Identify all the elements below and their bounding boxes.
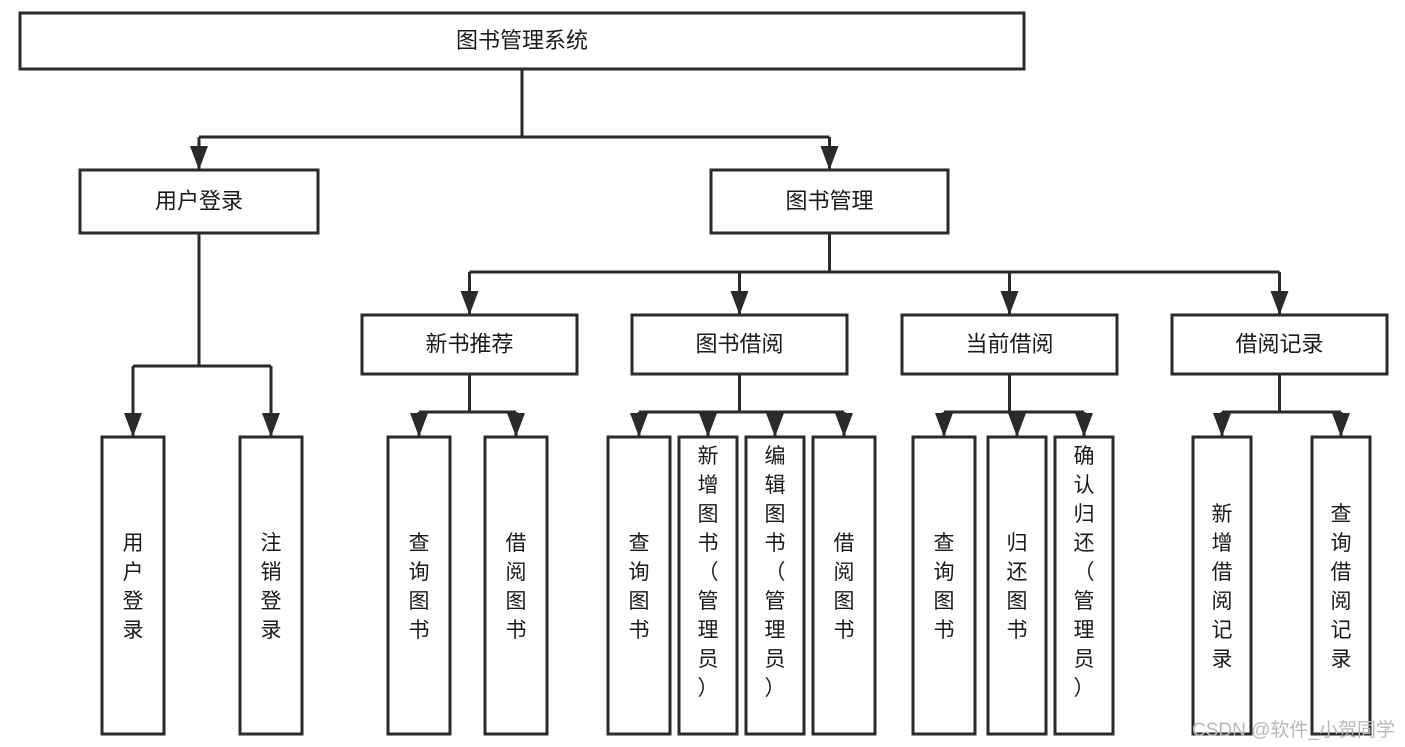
node-box-leaf-confirm-return	[1053, 435, 1115, 736]
node-leaf-logout[interactable]: 注销登录	[238, 435, 304, 736]
node-label-book-management: 图书管理	[785, 188, 873, 213]
arrow-head-icon	[410, 413, 428, 437]
node-leaf-add-record[interactable]: 新增借阅记录	[1191, 435, 1253, 736]
arrow-head-icon	[460, 291, 479, 315]
node-label-leaf-borrow-book-1: 借阅图书	[506, 532, 527, 642]
node-box-leaf-logout	[238, 435, 304, 736]
arrow-head-icon	[835, 413, 853, 437]
node-box-leaf-borrow-book-2	[811, 435, 877, 736]
node-new-book-recommend[interactable]: 新书推荐	[360, 313, 579, 376]
node-box-leaf-query-book-2	[606, 435, 672, 736]
node-leaf-edit-book[interactable]: 编辑图书（管理员）	[744, 435, 806, 736]
arrow-head-icon	[730, 291, 749, 315]
node-label-new-book-recommend: 新书推荐	[425, 331, 513, 356]
node-box-leaf-borrow-book-1	[483, 435, 549, 736]
node-root[interactable]: 图书管理系统	[18, 11, 1026, 71]
arrow-head-icon	[190, 146, 208, 170]
node-box-leaf-query-book-3	[911, 435, 977, 736]
node-label-leaf-confirm-return: 确认归还（管理员）	[1074, 445, 1095, 700]
node-box-root	[18, 11, 1026, 71]
node-current-borrow[interactable]: 当前借阅	[900, 313, 1119, 376]
node-leaf-query-book-1[interactable]: 查询图书	[386, 435, 452, 736]
node-borrow-record[interactable]: 借阅记录	[1170, 313, 1389, 376]
node-box-book-borrow	[630, 313, 849, 376]
node-label-leaf-return-book: 归还图书	[1007, 532, 1028, 642]
node-box-leaf-add-book	[677, 435, 739, 736]
node-label-root: 图书管理系统	[456, 28, 588, 53]
node-box-borrow-record	[1170, 313, 1389, 376]
node-leaf-add-book[interactable]: 新增图书（管理员）	[677, 435, 739, 736]
node-label-leaf-edit-book: 编辑图书（管理员）	[765, 445, 786, 700]
arrow-head-icon	[1332, 413, 1350, 437]
csdn-watermark: CSDN @软件_小贺同学	[1192, 719, 1395, 741]
node-label-leaf-query-book-2: 查询图书	[629, 532, 650, 642]
node-leaf-user-login[interactable]: 用户登录	[100, 435, 166, 736]
node-box-leaf-query-record	[1310, 435, 1372, 736]
node-label-borrow-record: 借阅记录	[1235, 331, 1323, 356]
node-box-book-management	[709, 168, 950, 235]
arrow-head-icon	[630, 413, 648, 437]
arrow-head-icon	[124, 413, 142, 437]
arrow-head-icon	[1270, 291, 1289, 315]
node-box-new-book-recommend	[360, 313, 579, 376]
node-label-leaf-borrow-book-2: 借阅图书	[834, 532, 855, 642]
arrow-head-icon	[766, 413, 784, 437]
arrow-head-icon	[1075, 413, 1093, 437]
nodes-layer: 图书管理系统用户登录图书管理新书推荐图书借阅当前借阅借阅记录用户登录注销登录查询…	[18, 11, 1389, 736]
node-label-user-login: 用户登录	[155, 188, 243, 213]
arrow-head-icon	[262, 413, 280, 437]
node-label-leaf-user-login: 用户登录	[123, 532, 144, 642]
node-leaf-return-book[interactable]: 归还图书	[986, 435, 1048, 736]
arrow-head-icon	[699, 413, 717, 437]
node-leaf-confirm-return[interactable]: 确认归还（管理员）	[1053, 435, 1115, 736]
node-leaf-query-book-2[interactable]: 查询图书	[606, 435, 672, 736]
arrow-head-icon	[1008, 413, 1026, 437]
arrow-head-icon	[507, 413, 525, 437]
node-label-leaf-query-record: 查询借阅记录	[1331, 503, 1352, 671]
node-label-leaf-query-book-3: 查询图书	[934, 532, 955, 642]
node-leaf-borrow-book-2[interactable]: 借阅图书	[811, 435, 877, 736]
arrow-head-icon	[1000, 291, 1019, 315]
node-box-leaf-add-record	[1191, 435, 1253, 736]
node-leaf-query-record[interactable]: 查询借阅记录	[1310, 435, 1372, 736]
node-box-user-login	[78, 168, 320, 235]
node-label-leaf-add-record: 新增借阅记录	[1212, 503, 1233, 671]
node-box-leaf-edit-book	[744, 435, 806, 736]
node-user-login[interactable]: 用户登录	[78, 168, 320, 235]
edges-layer	[124, 69, 1350, 437]
node-box-leaf-query-book-1	[386, 435, 452, 736]
node-box-leaf-user-login	[100, 435, 166, 736]
node-box-leaf-return-book	[986, 435, 1048, 736]
node-label-leaf-add-book: 新增图书（管理员）	[698, 445, 719, 700]
node-book-borrow[interactable]: 图书借阅	[630, 313, 849, 376]
node-label-current-borrow: 当前借阅	[965, 331, 1053, 356]
node-leaf-query-book-3[interactable]: 查询图书	[911, 435, 977, 736]
node-book-management[interactable]: 图书管理	[709, 168, 950, 235]
arrow-head-icon	[820, 146, 839, 170]
node-box-current-borrow	[900, 313, 1119, 376]
node-label-leaf-query-book-1: 查询图书	[409, 532, 430, 642]
arrow-head-icon	[1213, 413, 1231, 437]
arrow-head-icon	[935, 413, 953, 437]
node-label-book-borrow: 图书借阅	[695, 331, 783, 356]
node-leaf-borrow-book-1[interactable]: 借阅图书	[483, 435, 549, 736]
node-label-leaf-logout: 注销登录	[261, 532, 282, 642]
